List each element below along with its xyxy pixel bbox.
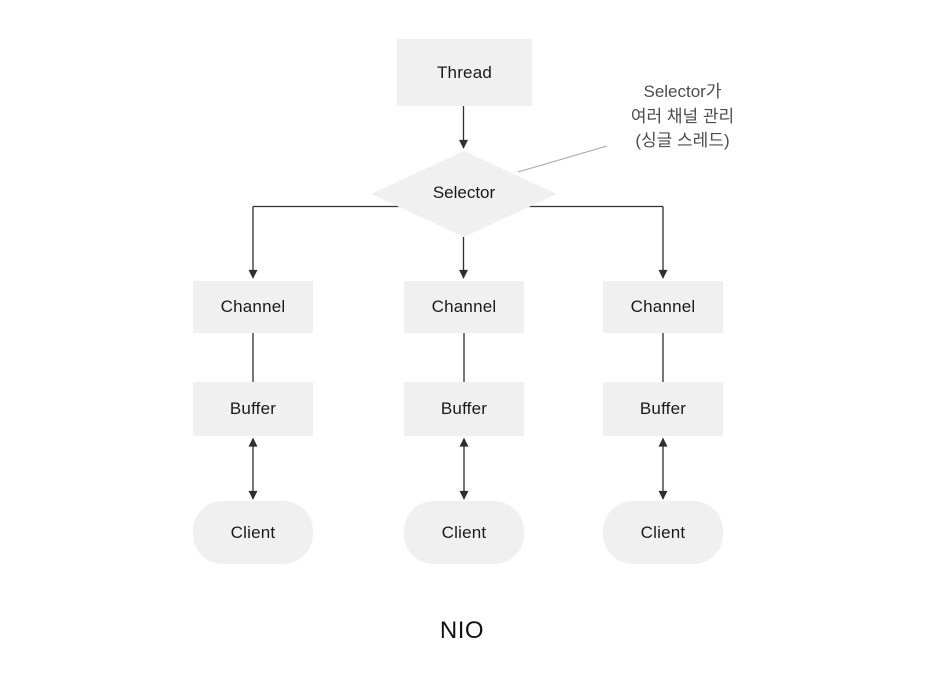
- channel-node: Channel: [404, 281, 524, 333]
- annotation-line: Selector가: [643, 82, 722, 101]
- selector-node-label: Selector: [432, 183, 496, 202]
- annotation-line: (싱글 스레드): [635, 131, 730, 150]
- channel-node: Channel: [603, 281, 723, 333]
- channel-node: Channel: [193, 281, 313, 333]
- annotation-text: Selector가 여러 채널 관리 (싱글 스레드): [595, 80, 770, 154]
- buffer-node: Buffer: [404, 382, 524, 436]
- annotation-line: 여러 채널 관리: [630, 106, 735, 126]
- thread-node: Thread: [397, 39, 532, 106]
- buffer-node: Buffer: [193, 382, 313, 436]
- client-node: Client: [193, 501, 313, 564]
- selector-diamond: [371, 151, 557, 237]
- annotation-callout-line: [517, 145, 608, 173]
- client-node: Client: [404, 501, 524, 564]
- client-node: Client: [603, 501, 723, 564]
- buffer-node: Buffer: [603, 382, 723, 436]
- diagram-caption: NIO: [439, 617, 485, 644]
